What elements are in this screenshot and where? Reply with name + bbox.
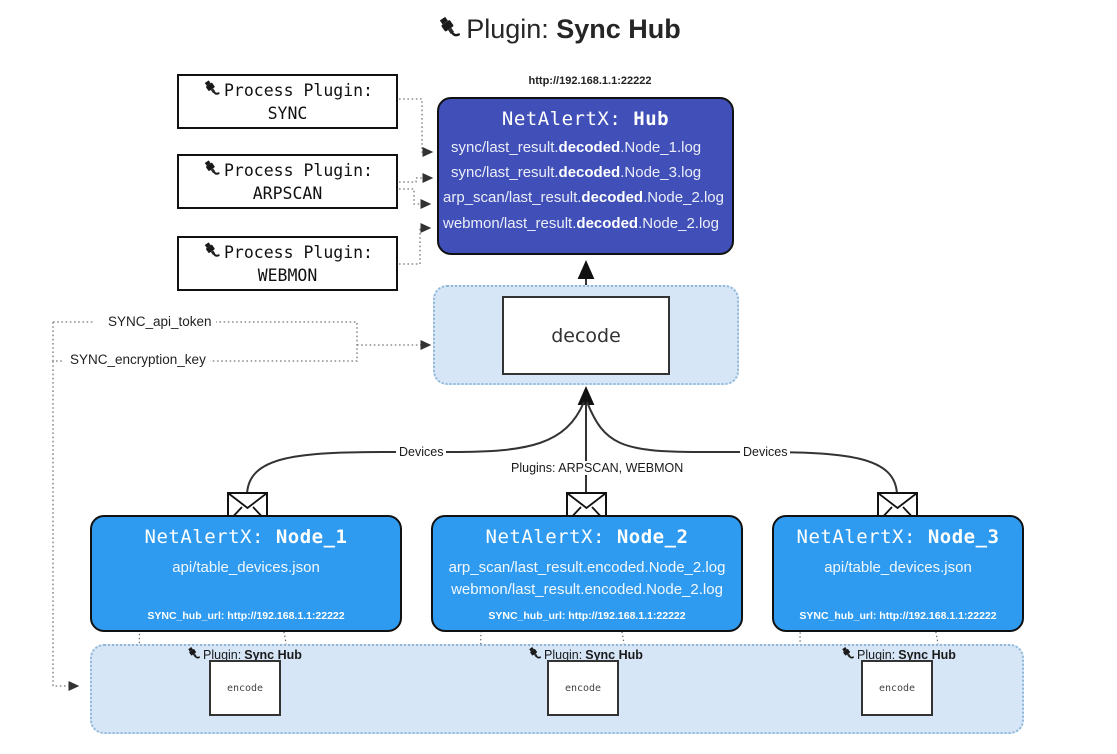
node-title-prefix: NetAlertX:: [144, 526, 264, 548]
encode-box-2[interactable]: encode: [547, 660, 619, 716]
edge-label-devices-left: Devices: [396, 445, 447, 459]
hub-title-name: Hub: [633, 108, 670, 130]
hub-log-line: arp_scan/last_result.decoded.Node_2.log: [439, 185, 732, 210]
hub-log-line: sync/last_result.decoded.Node_1.log: [439, 135, 732, 160]
node-box-node-1[interactable]: NetAlertX: Node_1 api/table_devices.json…: [90, 515, 402, 632]
node-path: arp_scan/last_result.encoded.Node_2.log: [448, 559, 726, 576]
process-plugin-name: ARPSCAN: [252, 183, 323, 203]
log-pre: sync/last_result.: [451, 139, 559, 156]
edge-label-devices-right: Devices: [740, 445, 791, 459]
node-box-node-2[interactable]: NetAlertX: Node_2 arp_scan/last_result.e…: [431, 515, 743, 632]
hub-url-label: http://192.168.1.1:22222: [528, 75, 652, 87]
page-title: Plugin: Sync Hub: [0, 14, 1117, 48]
band-plugin-label-2: Plugin: Sync Hub: [527, 646, 643, 664]
log-pre: webmon/last_result.: [443, 214, 577, 232]
log-mid: decoded: [558, 164, 621, 182]
node-title-name: Node_2: [616, 526, 689, 548]
hub-log-line: webmon/last_result.decoded.Node_2.log: [439, 211, 732, 236]
hub-log-line: sync/last_result.decoded.Node_3.log: [439, 160, 732, 185]
node-path: api/table_devices.json: [172, 559, 320, 576]
process-plugin-label: Process Plugin:: [223, 243, 373, 263]
process-plugin-label: Process Plugin:: [223, 161, 373, 181]
log-mid: decoded: [576, 214, 639, 232]
edge-label-plugins: Plugins: ARPSCAN, WEBMON: [508, 461, 687, 475]
node-title-name: Node_1: [275, 526, 348, 548]
hub-title: NetAlertX: Hub: [439, 108, 732, 130]
process-plugin-box-arpscan[interactable]: Process Plugin: ARPSCAN: [177, 154, 398, 209]
electric-plug-icon: [186, 646, 201, 664]
electric-plug-icon: [840, 646, 855, 664]
hub-title-prefix: NetAlertX:: [501, 108, 622, 130]
node-path: webmon/last_result.encoded.Node_2.log: [451, 581, 723, 598]
node-hub-url: SYNC_hub_url: http://192.168.1.1:22222: [799, 610, 997, 622]
process-plugin-label: Process Plugin:: [223, 81, 373, 101]
node-path: api/table_devices.json: [824, 559, 972, 576]
log-post: .Node_2.log: [643, 189, 724, 207]
title-name: Sync Hub: [556, 14, 681, 44]
electric-plug-icon: [527, 646, 542, 664]
log-mid: decoded: [581, 189, 644, 207]
electric-plug-icon: [436, 15, 462, 48]
node-title: NetAlertX: Node_3: [774, 526, 1022, 548]
process-plugin-box-sync[interactable]: Process Plugin: SYNC: [177, 74, 398, 129]
sync-encryption-key-label: SYNC_encryption_key: [66, 352, 210, 367]
log-post: .Node_3.log: [620, 164, 702, 182]
node-title-prefix: NetAlertX:: [796, 526, 916, 548]
log-mid: decoded: [558, 139, 621, 156]
band-plugin-label-1: Plugin: Sync Hub: [186, 646, 302, 664]
process-plugin-name: WEBMON: [257, 265, 318, 285]
electric-plug-icon: [202, 79, 221, 103]
log-post: .Node_2.log: [638, 214, 719, 232]
process-plugin-box-webmon[interactable]: Process Plugin: WEBMON: [177, 236, 398, 291]
electric-plug-icon: [202, 159, 221, 183]
band-plugin-prefix: Plugin:: [544, 648, 583, 662]
node-title-name: Node_3: [927, 526, 1000, 548]
node-title: NetAlertX: Node_2: [433, 526, 741, 548]
band-plugin-name: Sync Hub: [244, 648, 302, 662]
log-pre: sync/last_result.: [451, 164, 559, 182]
sync-api-token-label: SYNC_api_token: [104, 314, 216, 329]
title-prefix: Plugin:: [466, 14, 549, 44]
process-plugin-name: SYNC: [267, 103, 308, 123]
band-plugin-prefix: Plugin:: [857, 648, 896, 662]
electric-plug-icon: [202, 241, 221, 265]
log-pre: arp_scan/last_result.: [443, 189, 582, 207]
node-title: NetAlertX: Node_1: [92, 526, 400, 548]
decode-box[interactable]: decode: [502, 296, 670, 375]
log-post: .Node_1.log: [620, 139, 702, 156]
encode-box-3[interactable]: encode: [861, 660, 933, 716]
band-plugin-prefix: Plugin:: [203, 648, 242, 662]
node-hub-url: SYNC_hub_url: http://192.168.1.1:22222: [488, 610, 686, 622]
node-title-prefix: NetAlertX:: [485, 526, 605, 548]
node-hub-url: SYNC_hub_url: http://192.168.1.1:22222: [147, 610, 345, 622]
band-plugin-name: Sync Hub: [898, 648, 956, 662]
band-plugin-name: Sync Hub: [585, 648, 643, 662]
encode-box-1[interactable]: encode: [209, 660, 281, 716]
band-plugin-label-3: Plugin: Sync Hub: [840, 646, 956, 664]
node-box-node-3[interactable]: NetAlertX: Node_3 api/table_devices.json…: [772, 515, 1024, 632]
hub-box[interactable]: NetAlertX: Hub sync/last_result.decoded.…: [437, 97, 734, 255]
